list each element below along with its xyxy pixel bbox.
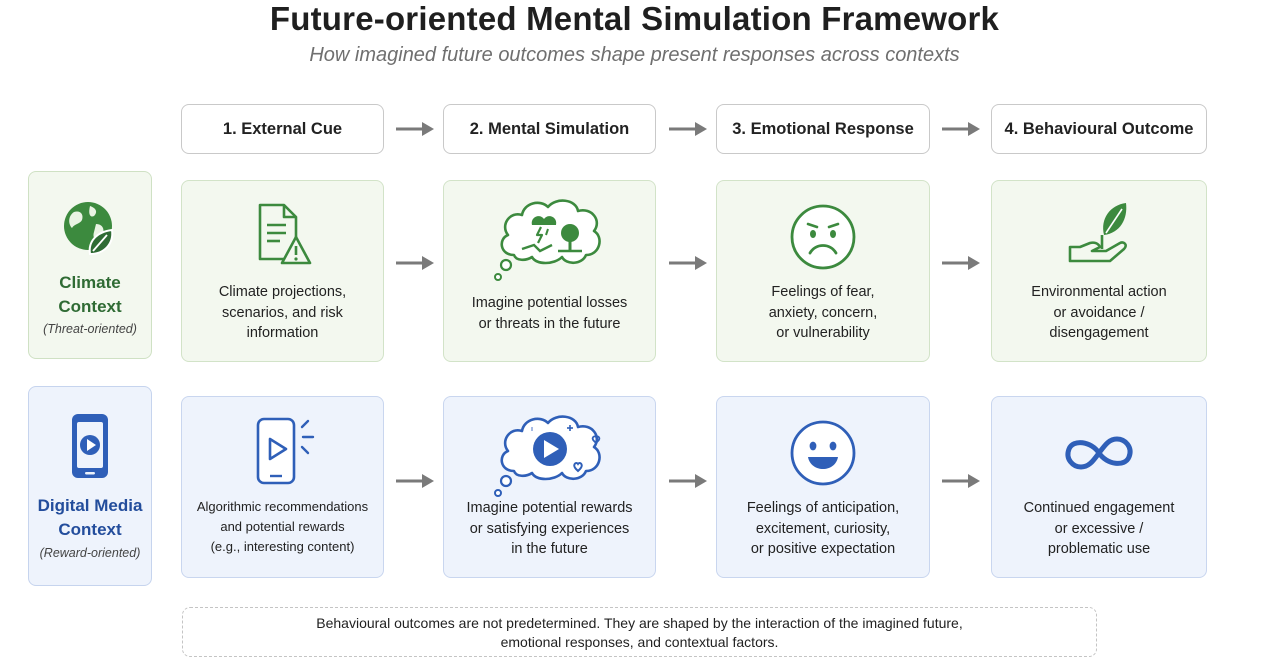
flow-arrow-icon	[942, 122, 980, 136]
card-text-line: and potential rewards	[220, 519, 345, 534]
hand-leaf-icon	[1068, 203, 1127, 263]
climate-context-qualifier: (Threat-oriented)	[43, 322, 137, 336]
flow-arrow-icon	[669, 122, 707, 136]
digital-media-context-qualifier: (Reward-oriented)	[39, 546, 141, 560]
climate-simulation-card: Imagine potential losses or threats in t…	[443, 180, 656, 362]
thought-bubble-storm-icon	[493, 199, 601, 281]
flow-arrow-icon	[669, 474, 707, 488]
card-text-line: Feelings of fear,	[771, 284, 875, 300]
climate-context-name: Climate	[59, 273, 121, 292]
phone-play-notification-icon	[256, 417, 314, 485]
card-text-line: or excessive /	[1054, 520, 1144, 537]
card-text-line: Continued engagement	[1023, 500, 1175, 516]
step-header-emotional-response: 3. Emotional Response	[716, 104, 930, 154]
flow-arrow-icon	[669, 256, 707, 270]
digital-media-context-name: Digital Media	[37, 496, 143, 515]
flow-arrow-icon	[396, 256, 434, 270]
digital-cue-card: Algorithmic recommendations and potentia…	[181, 396, 384, 578]
sad-face-icon	[790, 204, 856, 270]
smartphone-play-icon	[72, 414, 108, 478]
card-text-line: scenarios, and risk	[222, 304, 343, 321]
document-warning-icon	[258, 203, 311, 265]
step-header-behavioural-outcome: 4. Behavioural Outcome	[991, 104, 1207, 154]
card-text-line: or avoidance /	[1053, 304, 1145, 321]
globe-leaf-icon	[64, 202, 114, 256]
card-text-line: Environmental action	[1031, 284, 1167, 300]
card-text-line: in the future	[511, 541, 588, 557]
digital-media-context-name-line2: Context	[58, 520, 122, 539]
happy-face-icon	[790, 420, 856, 486]
card-text-line: disengagement	[1049, 325, 1149, 341]
card-text-line: Imagine potential rewards	[466, 500, 633, 516]
digital-media-context-label: Digital Media Context (Reward-oriented)	[28, 386, 152, 586]
climate-outcome-card: Environmental action or avoidance / dise…	[991, 180, 1207, 362]
step-header-mental-simulation: 2. Mental Simulation	[443, 104, 656, 154]
step-header-external-cue: 1. External Cue	[181, 104, 384, 154]
page-subtitle: How imagined future outcomes shape prese…	[309, 44, 960, 66]
card-text-line: information	[246, 325, 319, 341]
digital-simulation-card: Imagine potential rewards or satisfying …	[443, 396, 656, 578]
card-text-line: Imagine potential losses	[471, 295, 628, 311]
digital-emotion-card: Feelings of anticipation, excitement, cu…	[716, 396, 930, 578]
digital-outcome-card: Continued engagement or excessive / prob…	[991, 396, 1207, 578]
card-text-line: anxiety, concern,	[768, 304, 878, 321]
flow-arrow-icon	[396, 474, 434, 488]
thought-bubble-play-icon	[493, 415, 601, 497]
card-text-line: problematic use	[1047, 541, 1151, 557]
card-text-line: Algorithmic recommendations	[196, 499, 369, 514]
card-text-line: or satisfying experiences	[469, 520, 630, 537]
climate-context-label: Climate Context (Threat-oriented)	[28, 171, 152, 359]
climate-context-name-line2: Context	[58, 297, 122, 316]
card-text-line: Climate projections,	[218, 284, 347, 300]
card-text-line: excitement, curiosity,	[755, 520, 891, 537]
flow-arrow-icon	[942, 256, 980, 270]
card-text-line: or threats in the future	[478, 315, 621, 332]
climate-emotion-card: Feelings of fear, anxiety, concern, or v…	[716, 180, 930, 362]
card-text-line: Feelings of anticipation,	[746, 500, 900, 516]
flow-arrow-icon	[396, 122, 434, 136]
flow-arrow-icon	[942, 474, 980, 488]
infinity-icon	[1065, 436, 1133, 470]
card-text-line: or positive expectation	[750, 541, 896, 557]
footer-note-line: Behavioural outcomes are not predetermin…	[316, 615, 963, 631]
climate-cue-card: Climate projections, scenarios, and risk…	[181, 180, 384, 362]
card-text-line: or vulnerability	[776, 325, 870, 341]
footer-note-line: emotional responses, and contextual fact…	[500, 634, 779, 650]
page-title: Future-oriented Mental Simulation Framew…	[269, 0, 1000, 37]
footer-note: Behavioural outcomes are not predetermin…	[182, 607, 1097, 657]
card-text-line: (e.g., interesting content)	[210, 539, 355, 554]
